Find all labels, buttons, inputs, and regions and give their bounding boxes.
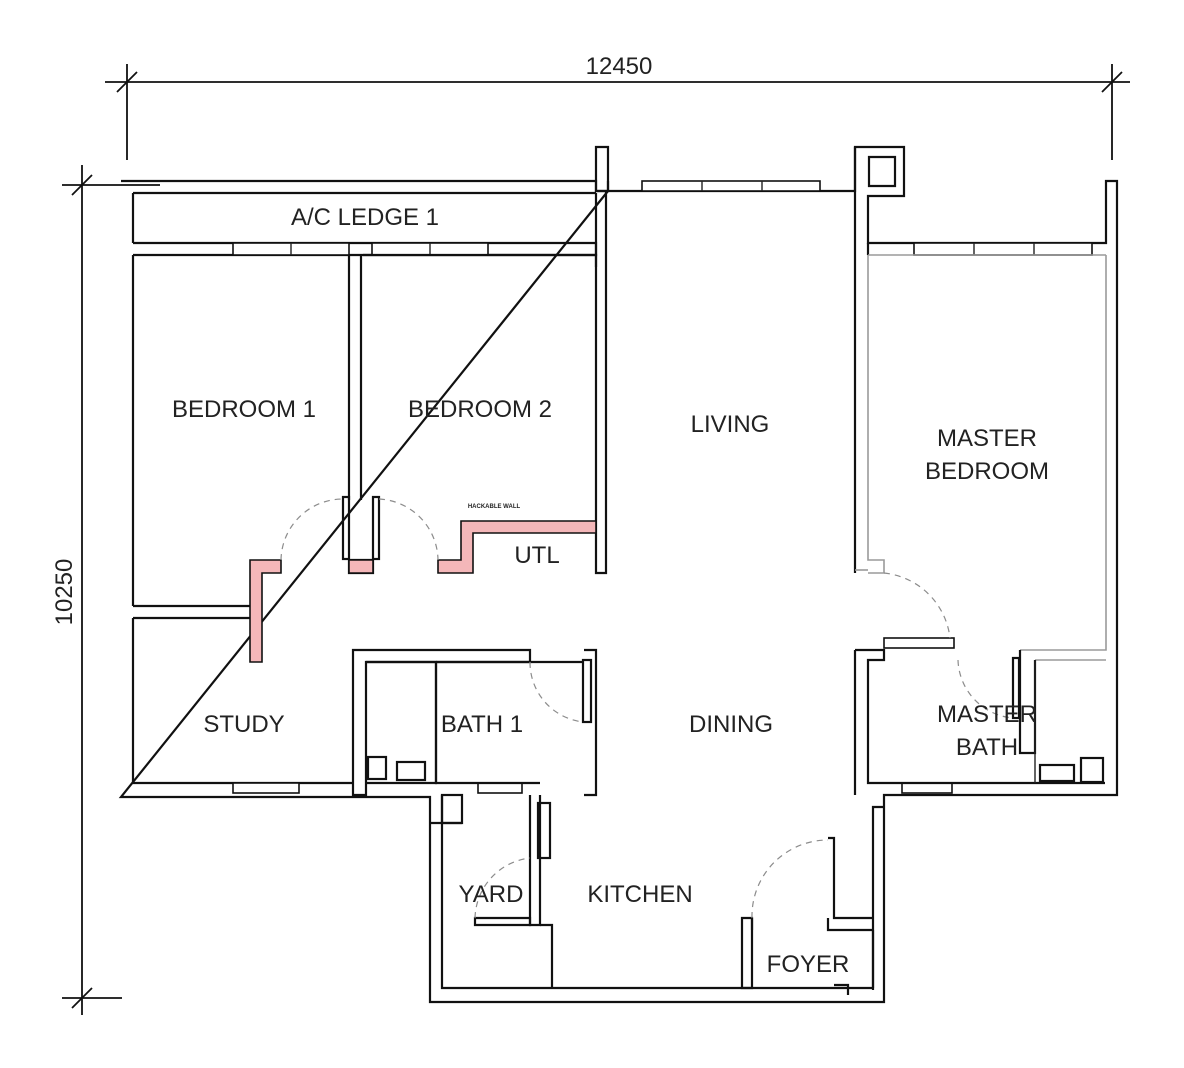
hackable-walls: HACKABLE WALL [249,504,597,663]
room-label-bedroom-2: BEDROOM 2 [408,396,552,423]
bath-1-walls [351,648,598,797]
master-bedroom-partition [855,254,1107,661]
hackable-wall-note: HACKABLE WALL [468,504,521,510]
room-label-master-bath-line2: BATH [956,734,1018,761]
room-label-dining: DINING [689,711,773,738]
room-label-bath-1: BATH 1 [441,711,523,738]
room-label-master-bath-line1: MASTER [937,701,1037,728]
room-label-bedroom-1: BEDROOM 1 [172,396,316,423]
room-label-living: LIVING [691,411,770,438]
outer-walls [118,145,1119,1004]
room-label-kitchen: KITCHEN [587,881,692,908]
width-dimension: 12450 [105,53,1130,160]
room-label-study: STUDY [203,711,284,738]
master-bath-walls [853,648,1105,795]
room-label-ac-ledge: A/C LEDGE 1 [291,204,439,231]
kitchen-walls [430,793,884,995]
room-label-foyer: FOYER [767,951,850,978]
room-label-master-bedroom-line1: MASTER [937,425,1037,452]
room-labels: A/C LEDGE 1 BEDROOM 1 BEDROOM 2 LIVING M… [172,204,1049,978]
room-label-master-bedroom-line2: BEDROOM [925,458,1049,485]
room-label-yard: YARD [459,881,524,908]
width-label: 12450 [586,53,653,80]
room-label-utl: UTL [514,542,559,569]
door-swings [280,498,1014,919]
height-dimension: 10250 [51,165,160,1015]
height-label: 10250 [51,559,78,626]
